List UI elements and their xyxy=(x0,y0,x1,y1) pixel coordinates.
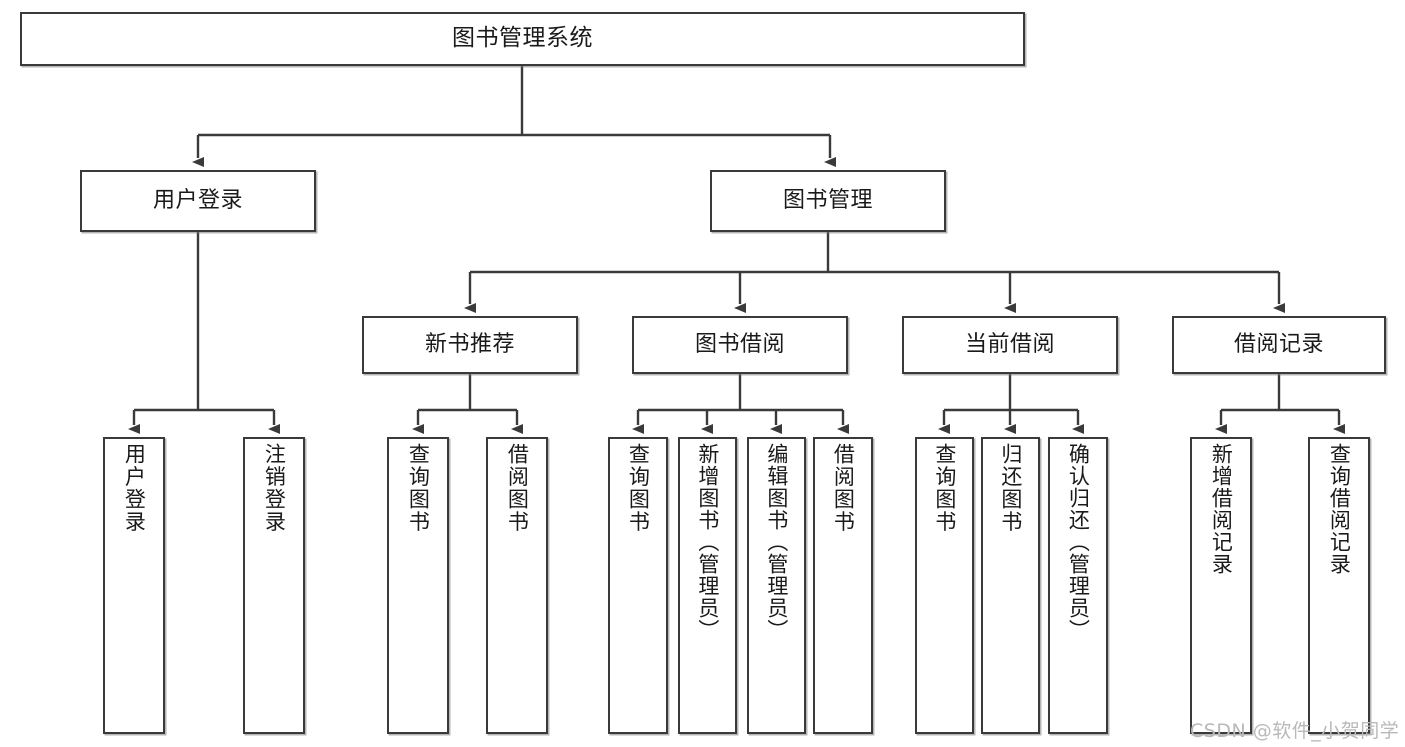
node-root[interactable]: 图书管理系统 xyxy=(20,12,1025,66)
leaf-query-book-current-label: 查询图书 xyxy=(932,443,957,533)
leaf-borrow-book-label: 借阅图书 xyxy=(831,443,856,533)
node-current-borrow-label: 当前借阅 xyxy=(964,332,1055,358)
leaf-add-borrow-record[interactable]: 新增借阅记录 xyxy=(1190,437,1252,734)
node-book-borrow-label: 图书借阅 xyxy=(694,332,785,358)
leaf-edit-book-admin[interactable]: 编辑图书（管理员） xyxy=(747,437,806,734)
node-borrow-record-label: 借阅记录 xyxy=(1233,332,1324,358)
leaf-user-login-label: 用户登录 xyxy=(122,443,147,533)
node-user-login-label: 用户登录 xyxy=(152,188,243,214)
node-current-borrow[interactable]: 当前借阅 xyxy=(902,316,1118,374)
node-root-label: 图书管理系统 xyxy=(452,25,593,52)
leaf-edit-book-admin-label: 编辑图书（管理员） xyxy=(764,443,789,641)
leaf-confirm-return-admin-label: 确认归还（管理员） xyxy=(1066,443,1091,641)
leaf-query-borrow-record[interactable]: 查询借阅记录 xyxy=(1308,437,1370,734)
leaf-query-book-recommend-label: 查询图书 xyxy=(406,443,431,533)
node-book-borrow[interactable]: 图书借阅 xyxy=(632,316,848,374)
node-new-book-recommend[interactable]: 新书推荐 xyxy=(362,316,578,374)
node-book-management[interactable]: 图书管理 xyxy=(710,170,946,232)
leaf-borrow-book-recommend[interactable]: 借阅图书 xyxy=(486,437,548,734)
leaf-add-borrow-record-label: 新增借阅记录 xyxy=(1209,443,1234,575)
leaf-query-book-borrow[interactable]: 查询图书 xyxy=(608,437,668,734)
leaf-add-book-admin[interactable]: 新增图书（管理员） xyxy=(678,437,737,734)
leaf-add-book-admin-label: 新增图书（管理员） xyxy=(695,443,720,641)
watermark: CSDN @软件_小贺同学 xyxy=(1190,720,1400,742)
leaf-user-login[interactable]: 用户登录 xyxy=(103,437,165,734)
node-user-login[interactable]: 用户登录 xyxy=(80,170,316,232)
node-borrow-record[interactable]: 借阅记录 xyxy=(1172,316,1386,374)
node-new-book-recommend-label: 新书推荐 xyxy=(424,332,515,358)
leaf-query-book-current[interactable]: 查询图书 xyxy=(915,437,974,734)
leaf-query-book-borrow-label: 查询图书 xyxy=(626,443,651,533)
leaf-borrow-book-recommend-label: 借阅图书 xyxy=(505,443,530,533)
leaf-return-book-label: 归还图书 xyxy=(998,443,1023,533)
leaf-query-borrow-record-label: 查询借阅记录 xyxy=(1327,443,1352,575)
leaf-borrow-book[interactable]: 借阅图书 xyxy=(813,437,873,734)
leaf-query-book-recommend[interactable]: 查询图书 xyxy=(387,437,449,734)
leaf-logout-login-label: 注销登录 xyxy=(262,443,287,533)
node-book-management-label: 图书管理 xyxy=(782,188,873,214)
leaf-logout-login[interactable]: 注销登录 xyxy=(243,437,305,734)
leaf-return-book[interactable]: 归还图书 xyxy=(981,437,1040,734)
leaf-confirm-return-admin[interactable]: 确认归还（管理员） xyxy=(1048,437,1108,734)
